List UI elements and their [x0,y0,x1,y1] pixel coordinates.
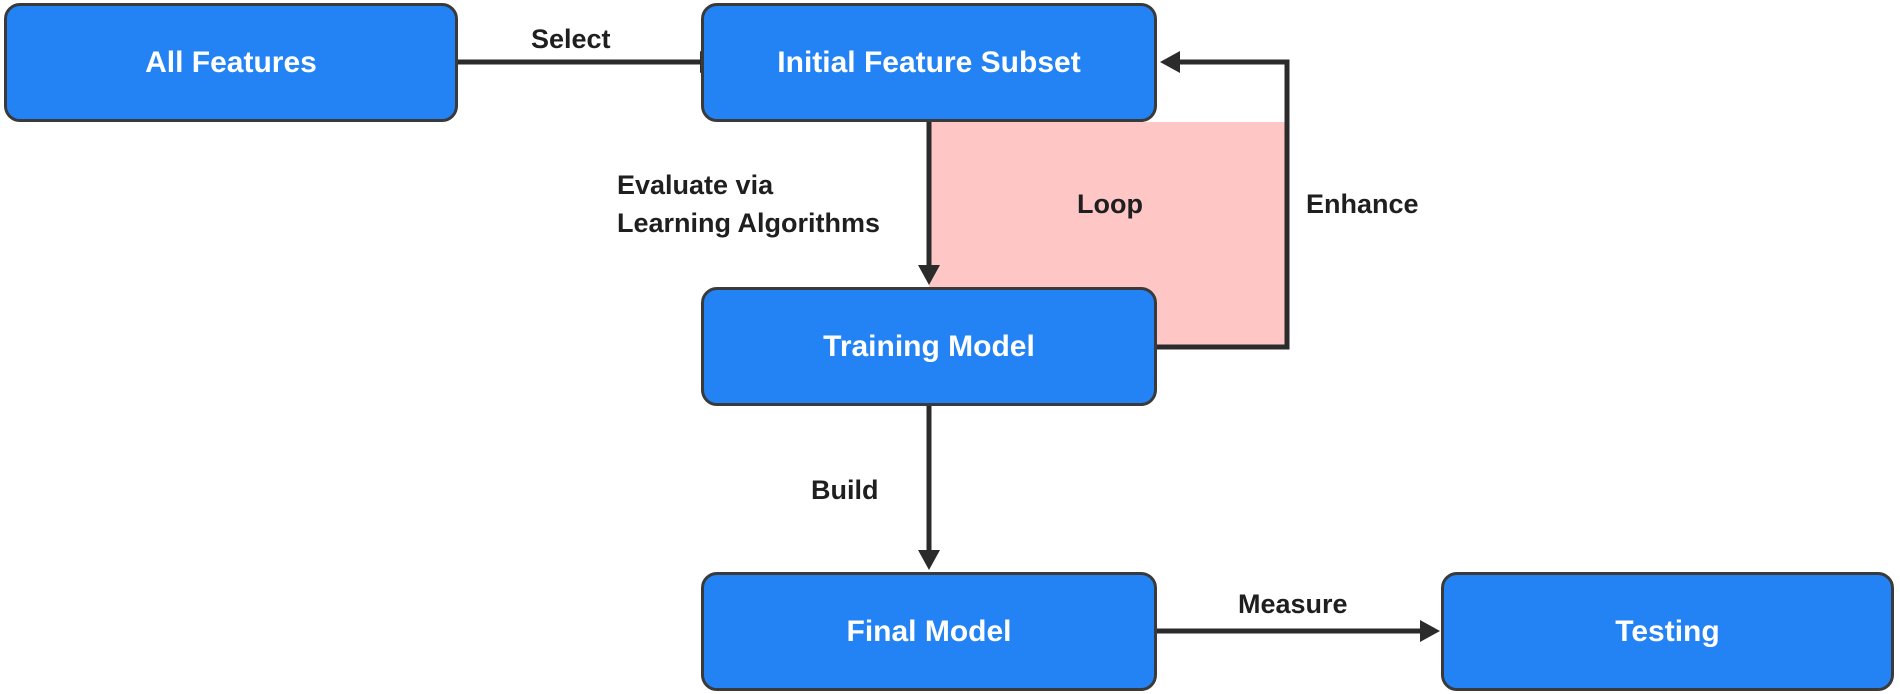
measure-arrowhead [1420,620,1440,642]
enhance-arrowhead [1160,51,1180,73]
evaluate-label-line-1: Evaluate via [617,170,774,200]
enhance-arrow [1157,59,1290,350]
enhance-label: Enhance [1306,189,1419,219]
build-arrowhead [918,550,940,570]
loop-label: Loop [1077,189,1143,219]
initial-feature-subset-node: Initial Feature Subset [701,3,1157,122]
testing-node: Testing [1441,572,1894,691]
evaluate-label-line-2: Learning Algorithms [617,208,881,238]
evaluate-label: Evaluate via Learning Algorithms [617,166,880,242]
measure-label: Measure [1238,589,1348,619]
training-model-node: Training Model [701,287,1157,406]
evaluate-arrowhead [918,265,940,285]
all-features-node: All Features [4,3,458,122]
final-model-node: Final Model [701,572,1157,691]
build-label: Build [811,475,879,505]
select-label: Select [531,24,611,54]
